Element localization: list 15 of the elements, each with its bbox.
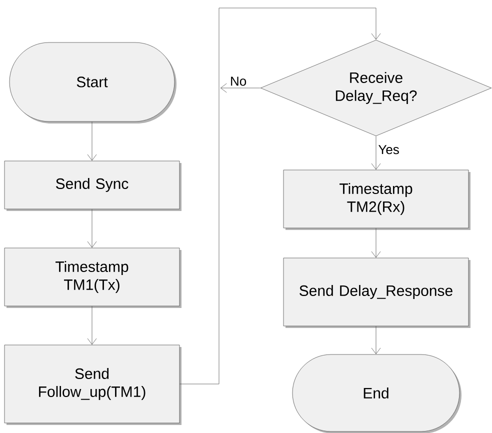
arrow	[220, 83, 260, 93]
arrow	[87, 209, 97, 248]
edge-label: No	[231, 76, 246, 86]
process-box: Timestamp TM1(Tx)	[4, 248, 182, 308]
edge-label: Yes	[378, 145, 399, 154]
arrow	[371, 228, 381, 258]
process-box: Send Delay_Response	[283, 258, 470, 328]
arrow	[180, 8, 381, 384]
arrow	[87, 306, 97, 345]
process-box: Send Sync	[4, 160, 182, 211]
arrow	[371, 136, 381, 170]
arrow	[87, 122, 97, 161]
process-box: Send Follow_up(TM1)	[4, 344, 182, 425]
arrow	[371, 326, 381, 354]
process-box: Timestamp TM2(Rx)	[283, 170, 470, 230]
